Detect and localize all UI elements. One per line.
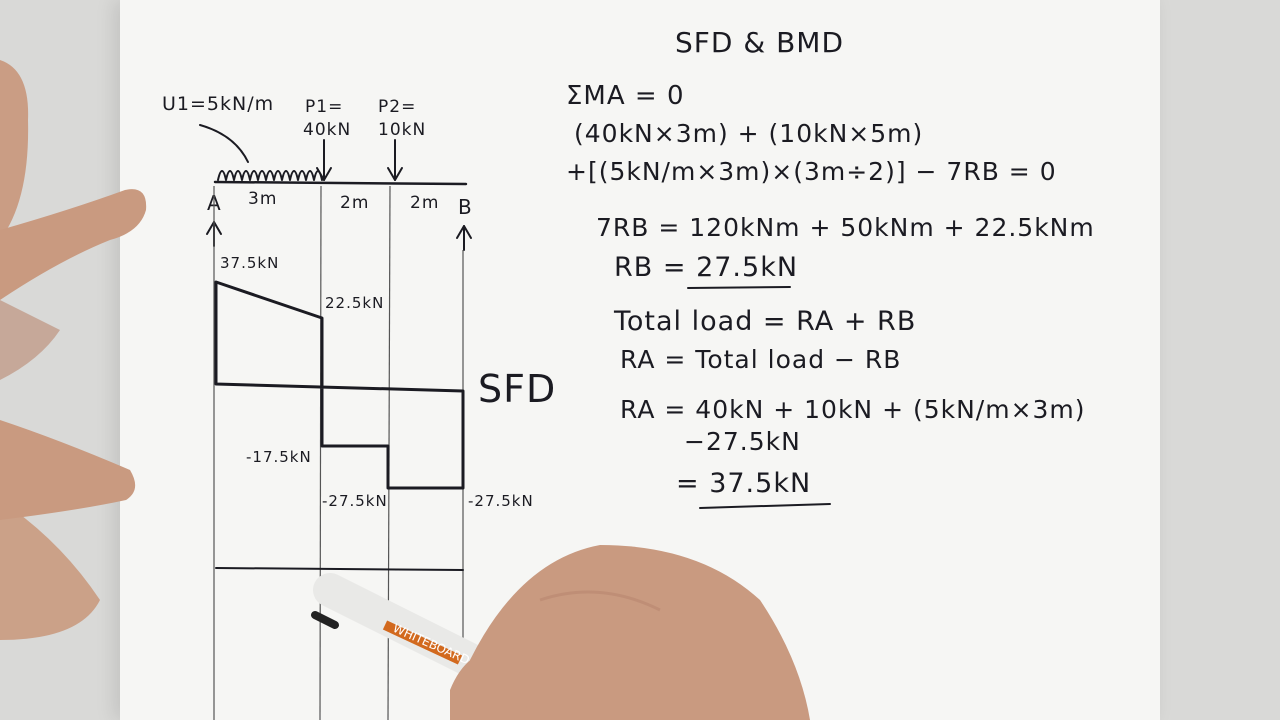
- calc-line-6: Total load = RA + RB: [613, 306, 916, 337]
- left-hand: [0, 60, 147, 640]
- right-hand-with-marker: WHITEBOARD: [311, 545, 810, 720]
- sfd-label: SFD: [478, 367, 556, 411]
- calc-line-8: RA = 40kN + 10kN + (5kN/m×3m): [620, 395, 1086, 424]
- sfd-outline: [214, 280, 465, 490]
- p1-label-top: P1=: [305, 97, 343, 117]
- sfd-value-p1-right: -17.5kN: [246, 448, 312, 466]
- sfd-value-p1-left: 22.5kN: [325, 294, 384, 312]
- marker-tip: [311, 611, 339, 629]
- p1-label-value: 40kN: [303, 120, 351, 140]
- support-b-label: B: [458, 195, 473, 219]
- rb-underline: [687, 286, 791, 289]
- calculations: ΣMA = 0 (40kN×3m) + (10kN×5m) +[(5kN/m×3…: [566, 81, 1095, 509]
- sfd-value-p2-right: -27.5kN: [322, 492, 388, 510]
- ra-underline: [699, 503, 831, 509]
- calc-line-5: RB = 27.5kN: [614, 252, 798, 283]
- sfd-value-a: 37.5kN: [220, 254, 279, 272]
- calc-line-1: ΣMA = 0: [566, 81, 685, 111]
- calc-line-7: RA = Total load − RB: [620, 345, 901, 374]
- beam-diagram: U1=5kN/m P1= 40kN P2= 10kN A B 3m 2: [162, 93, 473, 251]
- calc-line-2: (40kN×3m) + (10kN×5m): [574, 119, 923, 148]
- calc-line-3: +[(5kN/m×3m)×(3m÷2)] − 7RB = 0: [566, 157, 1057, 186]
- udl-label: U1=5kN/m: [162, 93, 274, 115]
- span-1-label: 3m: [248, 189, 277, 209]
- p2-label-top: P2=: [378, 97, 416, 117]
- calc-line-9: −27.5kN: [684, 427, 801, 456]
- beam-line: [213, 180, 468, 186]
- p2-arrow: [387, 139, 403, 181]
- page-title: SFD & BMD: [675, 26, 844, 59]
- span-2-label: 2m: [340, 193, 369, 213]
- udl-load-coil: [217, 170, 323, 181]
- marker-label-band: [382, 620, 463, 665]
- calc-line-10: = 37.5kN: [676, 468, 811, 499]
- p1-arrow: [316, 139, 332, 181]
- sfd-value-b: -27.5kN: [468, 492, 534, 510]
- span-3-label: 2m: [410, 193, 439, 213]
- udl-leader-line: [199, 124, 249, 163]
- calc-line-4: 7RB = 120kNm + 50kNm + 22.5kNm: [596, 213, 1095, 242]
- reaction-b-arrow: [456, 225, 472, 251]
- p2-label-value: 10kN: [378, 120, 426, 140]
- bmd-baseline: [215, 567, 464, 571]
- shear-force-diagram: 37.5kN 22.5kN -17.5kN -27.5kN -27.5kN SF…: [214, 254, 556, 510]
